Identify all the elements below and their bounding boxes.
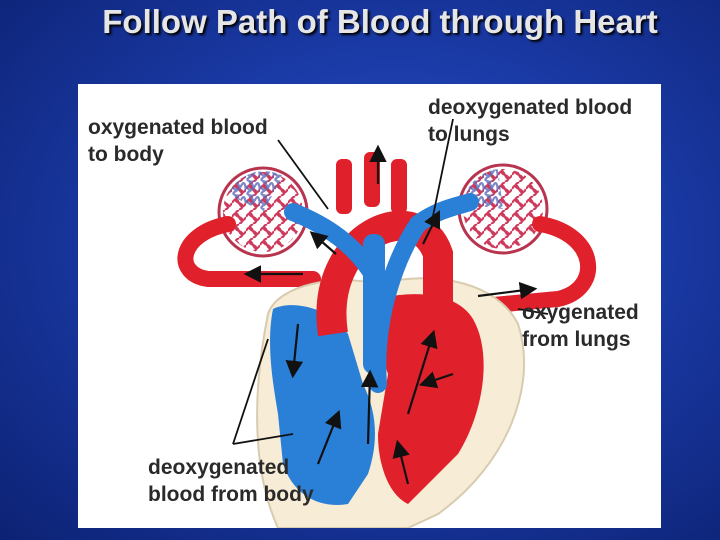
heart-diagram-panel: oxygenated blood to body deoxygenated bl… bbox=[78, 84, 661, 528]
pulmonary-veins bbox=[177, 216, 597, 314]
heart-diagram bbox=[177, 118, 597, 528]
aortic-arch bbox=[316, 210, 453, 337]
label-pointers bbox=[232, 118, 549, 445]
flow-arrows bbox=[243, 144, 538, 485]
inferior-vena-cava bbox=[363, 234, 385, 374]
label-oxygenated-to-body: oxygenated blood to body bbox=[88, 116, 268, 166]
label-oxygenated-from-lungs: oxygenated from lungs bbox=[522, 301, 639, 351]
label-deoxygenated-to-lungs: deoxygenated blood to lungs bbox=[428, 96, 633, 146]
right-atrium-ventricle bbox=[270, 305, 375, 505]
slide-title: Follow Path of Blood through Heart bbox=[102, 3, 658, 40]
left-lung-capillaries bbox=[217, 166, 309, 258]
aortic-branches bbox=[336, 152, 407, 214]
label-deoxygenated-from-body: deoxygenated blood from body bbox=[148, 456, 314, 506]
